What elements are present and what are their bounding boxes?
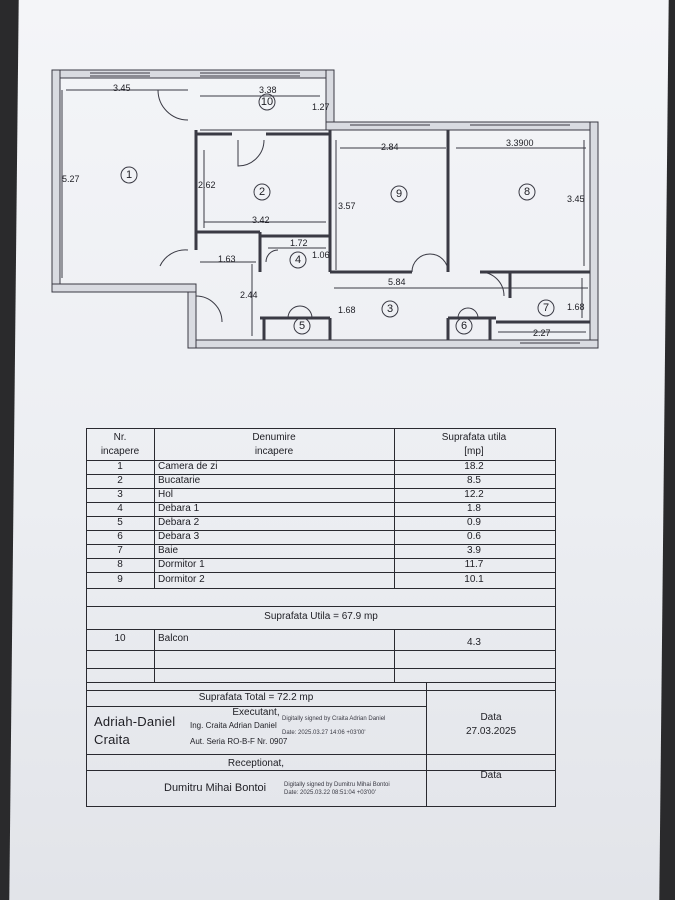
row-nr: 10 <box>114 633 126 644</box>
dim-label-6: 3.3900 <box>506 138 534 148</box>
row-name: Debara 1 <box>158 503 200 514</box>
door-swing-9 <box>265 249 279 263</box>
header-nr-line2: incapere <box>100 446 140 457</box>
row-area: 4.3 <box>467 637 481 648</box>
dim-label-18: 2.27 <box>533 328 551 338</box>
room-number-5: 5 <box>299 320 305 332</box>
executant-cert: Aut. Seria RO-B-F Nr. 0907 <box>190 737 288 746</box>
row-area: 10.1 <box>464 574 484 585</box>
row-area: 8.5 <box>467 475 481 486</box>
row-area: 11.7 <box>464 559 484 570</box>
dim-label-14: 5.84 <box>388 277 406 287</box>
room-number-4: 4 <box>295 254 301 266</box>
useful-total: Suprafata Utila = 67.9 mp <box>264 611 378 622</box>
door-swing-6 <box>479 271 505 297</box>
door-swing-2 <box>237 139 265 167</box>
wall-bottom <box>187 339 599 349</box>
dim-label-1: 3.45 <box>113 83 131 93</box>
wall-top-right <box>325 121 597 131</box>
room-number-2: 2 <box>259 186 265 198</box>
surface-table: Nr. incapere Denumire incapere Suprafata… <box>86 428 556 808</box>
floor-plan: 1 2 3 4 5 6 7 8 9 10 3.45 3.38 1.27 5.27… <box>51 69 599 349</box>
date-label: Data <box>480 712 502 723</box>
row-name: Hol <box>158 489 174 500</box>
receptionat-label: Receptionat, <box>227 758 285 769</box>
row-nr: 5 <box>117 517 123 528</box>
row-name: Dormitor 1 <box>158 559 205 570</box>
executant-signature-name: Adriah-Daniel <box>94 714 176 729</box>
grand-total: Suprafata Total = 72.2 mp <box>198 692 314 703</box>
room-number-9: 9 <box>396 188 402 200</box>
executant-signature-surname: Craita <box>94 732 130 747</box>
wall-bottom-left <box>51 283 197 293</box>
executant-label: Executant, <box>232 707 280 718</box>
wall-left <box>51 69 61 293</box>
wall-top-right-step <box>325 69 335 127</box>
row-area: 18.2 <box>464 461 484 472</box>
row-area: 0.6 <box>467 531 481 542</box>
dim-label-12: 1.06 <box>312 250 330 260</box>
row-nr: 2 <box>117 475 123 486</box>
header-name-line2: incapere <box>254 446 294 457</box>
row-area: 12.2 <box>464 489 484 500</box>
receptionat-digital-note: Digitally signed by Dumitru Mihai Bontoi <box>284 782 390 788</box>
door-swing-4 <box>195 295 223 323</box>
executant-digital-date: Date: 2025.03.27 14:06 +03'00' <box>282 730 366 736</box>
row-name: Camera de zi <box>158 461 218 472</box>
dim-label-5: 2.84 <box>381 142 399 152</box>
room-number-6: 6 <box>461 320 467 332</box>
executant-digital-note: Digitally signed by Craita Adrian Daniel <box>282 716 386 722</box>
dim-label-15: 2.44 <box>240 290 258 300</box>
row-name: Debara 3 <box>158 531 200 542</box>
row-name: Balcon <box>158 633 189 644</box>
row-area: 0.9 <box>467 517 481 528</box>
executant-title: Ing. Craita Adrian Daniel <box>190 721 277 730</box>
header-area-line1: Suprafata utila <box>441 432 507 443</box>
dim-label-7: 3.45 <box>567 194 585 204</box>
receptionat-digital-date: Date: 2025.03.22 08:51:04 +03'00' <box>284 790 376 796</box>
row-nr: 6 <box>117 531 123 542</box>
row-area: 1.8 <box>467 503 481 514</box>
dim-label-16: 1.68 <box>338 305 356 315</box>
room-number-7: 7 <box>543 302 549 314</box>
room-number-1: 1 <box>126 169 132 181</box>
header-nr-line1: Nr. <box>113 432 127 443</box>
row-nr: 3 <box>117 489 123 500</box>
row-nr: 9 <box>117 574 123 585</box>
dim-label-2: 3.38 <box>259 85 277 95</box>
header-area-line2: [mp] <box>464 446 484 457</box>
dim-label-13: 1.63 <box>218 254 236 264</box>
door-swing-7 <box>287 305 313 319</box>
row-name: Dormitor 2 <box>158 574 205 585</box>
dim-label-11: 1.72 <box>290 238 308 248</box>
header-name-line1: Denumire <box>252 432 296 443</box>
wall-top-left <box>51 69 335 79</box>
door-swing-8 <box>457 307 479 319</box>
row-nr: 8 <box>117 559 123 570</box>
dim-label-8: 2.62 <box>198 180 216 190</box>
wall-bottom-step <box>187 291 197 349</box>
dim-label-10: 3.57 <box>338 201 356 211</box>
door-swing-3 <box>159 249 189 267</box>
door-swing-1 <box>157 89 189 121</box>
row-area: 3.9 <box>467 545 481 556</box>
date-label-2: Data <box>480 770 502 781</box>
row-nr: 1 <box>117 461 123 472</box>
dim-label-3: 1.27 <box>312 102 330 112</box>
date-value: 27.03.2025 <box>465 726 517 737</box>
room-number-10: 10 <box>261 96 273 108</box>
row-nr: 7 <box>117 545 123 556</box>
row-name: Baie <box>158 545 179 556</box>
row-name: Debara 2 <box>158 517 200 528</box>
row-nr: 4 <box>117 503 123 514</box>
room-number-3: 3 <box>387 303 393 315</box>
dim-label-4: 5.27 <box>62 174 80 184</box>
door-swing-5 <box>411 253 449 273</box>
dim-label-17: 1.68 <box>567 302 585 312</box>
dim-label-9: 3.42 <box>252 215 270 225</box>
wall-right <box>589 121 599 349</box>
receptionat-name: Dumitru Mihai Bontoi <box>164 782 267 794</box>
room-number-8: 8 <box>524 186 530 198</box>
row-name: Bucatarie <box>158 475 201 486</box>
